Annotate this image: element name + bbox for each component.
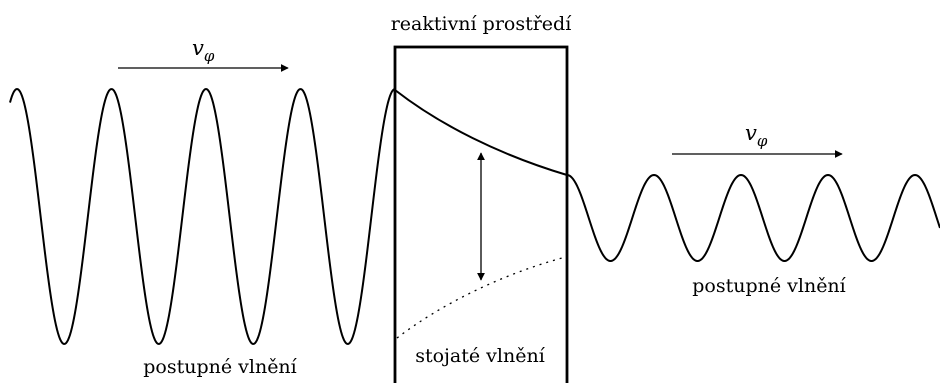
label-traveling-wave-right: postupné vlnění: [692, 275, 846, 297]
traveling-wave-left: [9, 87, 396, 346]
label-standing-wave: stojaté vlnění: [415, 345, 545, 367]
evanescent-wave-upper: [394, 89, 568, 176]
label-reactive-medium: reaktivní prostředí: [391, 13, 573, 35]
velocity-symbol-right: vφ: [745, 121, 768, 150]
reactive-medium-box: [393, 45, 569, 383]
velocity-symbol-left: vφ: [192, 36, 215, 65]
label-traveling-wave-left: postupné vlnění: [143, 356, 297, 378]
traveling-wave-right: [566, 173, 940, 262]
evanescent-wave-lower-dotted: [396, 257, 563, 339]
